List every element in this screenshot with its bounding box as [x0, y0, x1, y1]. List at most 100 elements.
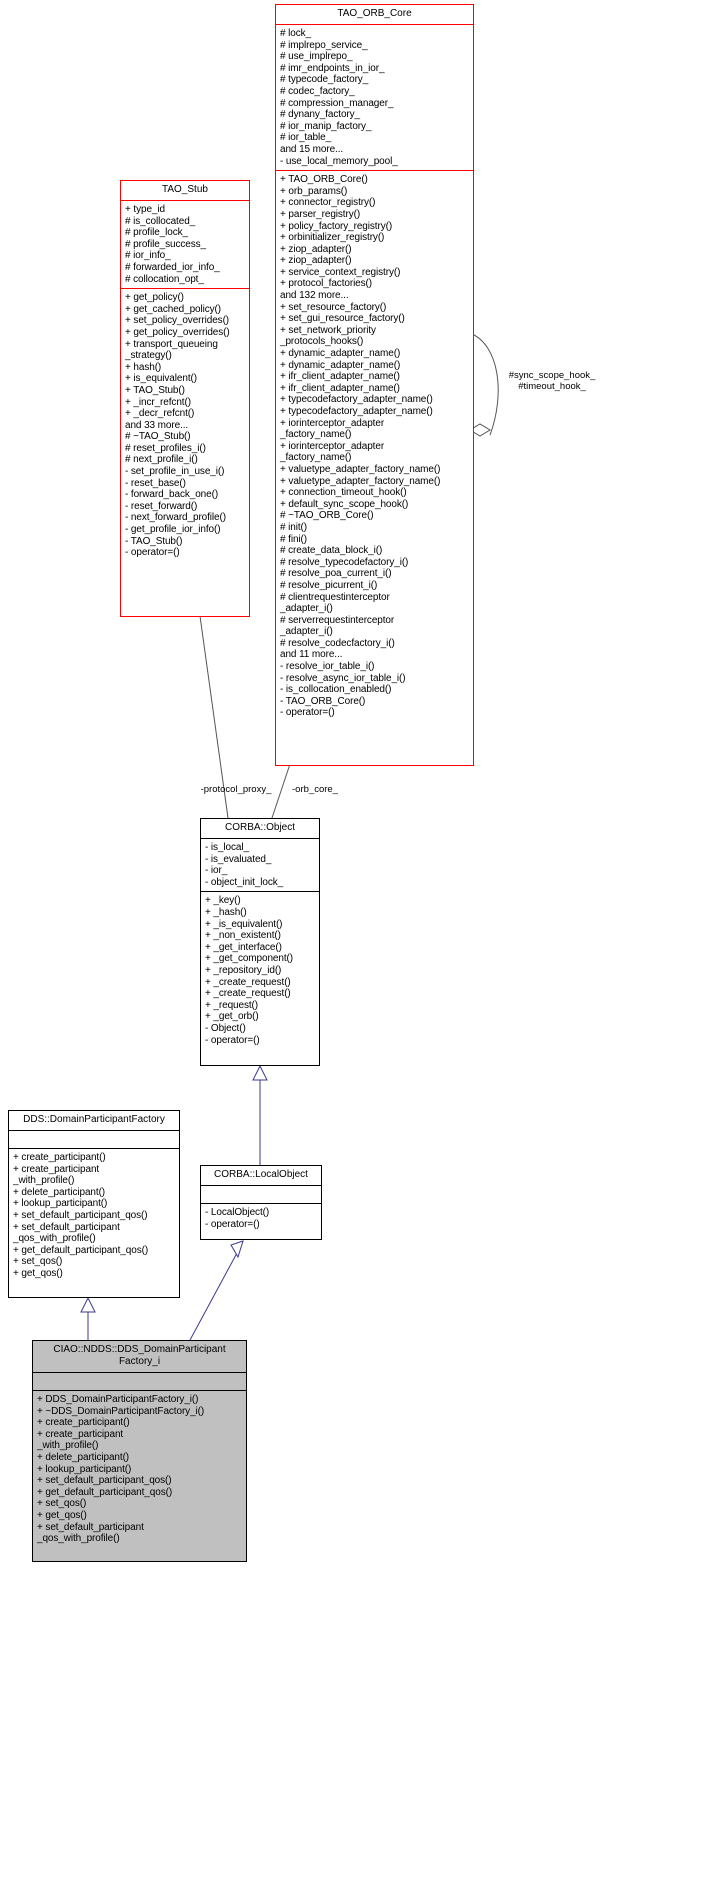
class-member: + parser_registry(): [280, 208, 361, 220]
class-member: - operator=(): [205, 1034, 260, 1046]
class-member: + valuetype_adapter_factory_name(): [280, 475, 441, 487]
class-member: + iorinterceptor_adapter _factory_name(): [280, 417, 385, 441]
class-member: and 15 more...: [280, 143, 344, 155]
class-member: + _incr_refcnt(): [125, 396, 191, 408]
attributes-compartment-tao-stub: + type_id# is_collocated_# profile_lock_…: [121, 201, 249, 288]
attributes-compartment-tao-orb-core: # lock_# implrepo_service_# use_implrepo…: [276, 25, 473, 170]
class-member: + get_policy(): [125, 292, 184, 304]
operations-compartment-dds-domainparticipantfactory: + create_participant()+ create_participa…: [9, 1149, 179, 1283]
class-title-corba-object: CORBA::Object: [224, 822, 296, 833]
class-title-ciao-ndds-factory: CIAO::NDDS::DDS_DomainParticipant Factor…: [53, 1344, 226, 1367]
class-member: + _get_orb(): [205, 1011, 259, 1023]
class-member: - ior_: [205, 865, 228, 877]
class-member: + typecodefactory_adapter_name(): [280, 394, 433, 406]
class-member: + orb_params(): [280, 185, 348, 197]
class-member: and 33 more...: [125, 419, 189, 431]
class-member: # lock_: [280, 28, 311, 39]
class-member: # ~TAO_Stub(): [125, 431, 191, 443]
class-member: - use_local_memory_pool_: [280, 155, 398, 167]
class-member: + _request(): [205, 999, 258, 1011]
class-member: # reset_profiles_i(): [125, 442, 206, 454]
class-member: + set_network_priority _protocols_hooks(…: [280, 324, 376, 348]
class-member: + DDS_DomainParticipantFactory_i(): [37, 1394, 199, 1405]
class-box-tao-stub[interactable]: TAO_Stub + type_id# is_collocated_# prof…: [120, 180, 250, 617]
class-member: + create_participant(): [13, 1152, 106, 1163]
class-member: + valuetype_adapter_factory_name(): [280, 463, 441, 475]
class-member: - resolve_ior_table_i(): [280, 661, 375, 673]
divider: [33, 1372, 246, 1373]
class-member: - reset_forward(): [125, 500, 198, 512]
class-member: - is_local_: [205, 842, 249, 853]
class-member: # serverrequestinterceptor _adapter_i(): [280, 614, 395, 638]
divider: [201, 838, 319, 839]
class-member: + _create_request(): [205, 976, 291, 988]
class-member: # forwarded_ior_info_: [125, 261, 220, 273]
class-member: - operator=(): [205, 1218, 260, 1230]
operations-compartment-corba-localobject: - LocalObject()- operator=(): [201, 1204, 321, 1233]
class-box-corba-object[interactable]: CORBA::Object - is_local_- is_evaluated_…: [200, 818, 320, 1066]
class-member: - get_profile_ior_info(): [125, 524, 221, 536]
class-member: + create_participant(): [37, 1417, 130, 1429]
attributes-compartment-corba-object: - is_local_- is_evaluated_- ior_- object…: [201, 839, 319, 891]
attributes-compartment-corba-localobject: [201, 1186, 321, 1203]
class-member: - is_collocation_enabled(): [280, 684, 392, 696]
class-member: # fini(): [280, 533, 307, 545]
class-member: + get_cached_policy(): [125, 303, 222, 315]
operations-compartment-corba-object: + _key()+ _hash()+ _is_equivalent()+ _no…: [201, 892, 319, 1049]
class-member: + _get_component(): [205, 953, 293, 965]
class-member: - TAO_ORB_Core(): [280, 695, 366, 707]
class-member: + _get_interface(): [205, 941, 282, 953]
class-member: + policy_factory_registry(): [280, 220, 393, 232]
class-member: # codec_factory_: [280, 85, 355, 97]
divider: [201, 1185, 321, 1186]
class-member: + create_participant _with_profile(): [13, 1163, 100, 1187]
operations-compartment-tao-stub: + get_policy()+ get_cached_policy()+ set…: [121, 289, 249, 562]
class-title-corba-localobject: CORBA::LocalObject: [214, 1169, 308, 1180]
class-member: + lookup_participant(): [37, 1463, 132, 1475]
class-member: + delete_participant(): [37, 1451, 130, 1463]
class-member: + create_participant _with_profile(): [37, 1428, 124, 1452]
class-member: # resolve_codecfactory_i(): [280, 637, 395, 649]
class-member: # ior_table_: [280, 132, 332, 144]
class-member: + ziop_adapter(): [280, 243, 352, 255]
class-member: + TAO_ORB_Core(): [280, 174, 368, 186]
class-member: + dynamic_adapter_name(): [280, 359, 401, 371]
class-member: + set_policy_overrides(): [125, 315, 230, 327]
class-member: + _non_existent(): [205, 930, 281, 942]
class-member: + default_sync_scope_hook(): [280, 498, 409, 510]
class-member: # resolve_picurrent_i(): [280, 579, 378, 591]
attributes-compartment-ciao-ndds-factory: [33, 1373, 246, 1390]
class-member: + ziop_adapter(): [280, 255, 352, 267]
class-box-ciao-ndds-dds-domainparticipantfactory-i[interactable]: CIAO::NDDS::DDS_DomainParticipant Factor…: [32, 1340, 247, 1562]
class-member: # use_implrepo_: [280, 51, 353, 63]
class-member: + set_default_participant _qos_with_prof…: [37, 1521, 144, 1545]
class-member: # compression_manager_: [280, 97, 394, 109]
class-member: + connection_timeout_hook(): [280, 487, 407, 499]
operations-compartment-tao-orb-core: + TAO_ORB_Core()+ orb_params()+ connecto…: [276, 171, 473, 722]
class-member: + service_context_registry(): [280, 266, 401, 278]
class-box-dds-domainparticipantfactory[interactable]: DDS::DomainParticipantFactory + create_p…: [8, 1110, 180, 1298]
class-member: # next_profile_i(): [125, 454, 198, 466]
divider: [9, 1130, 179, 1131]
class-member: + type_id: [125, 204, 165, 215]
divider: [276, 24, 473, 25]
class-title-dds-domainparticipantfactory: DDS::DomainParticipantFactory: [23, 1114, 165, 1125]
class-member: + set_default_participant_qos(): [13, 1209, 148, 1221]
class-member: + ifr_client_adapter_name(): [280, 371, 400, 383]
class-member: + dynamic_adapter_name(): [280, 348, 401, 360]
class-member: + TAO_Stub(): [125, 384, 185, 396]
class-member: # ior_manip_factory_: [280, 120, 372, 132]
class-member: + is_equivalent(): [125, 373, 197, 385]
class-member: # imr_endpoints_in_ior_: [280, 62, 385, 74]
class-member: # resolve_typecodefactory_i(): [280, 556, 409, 568]
class-member: + _repository_id(): [205, 964, 282, 976]
class-member: + set_gui_resource_factory(): [280, 313, 405, 325]
class-member: - set_profile_in_use_i(): [125, 466, 225, 478]
class-member: + transport_queueing _strategy(): [125, 338, 218, 362]
operations-compartment-ciao-ndds-factory: + DDS_DomainParticipantFactory_i()+ ~DDS…: [33, 1391, 246, 1548]
class-member: - object_init_lock_: [205, 876, 284, 888]
class-box-tao-orb-core[interactable]: TAO_ORB_Core # lock_# implrepo_service_#…: [275, 4, 474, 766]
class-box-corba-localobject[interactable]: CORBA::LocalObject - LocalObject()- oper…: [200, 1165, 322, 1240]
class-member: # profile_lock_: [125, 227, 188, 239]
class-member: # implrepo_service_: [280, 39, 368, 51]
